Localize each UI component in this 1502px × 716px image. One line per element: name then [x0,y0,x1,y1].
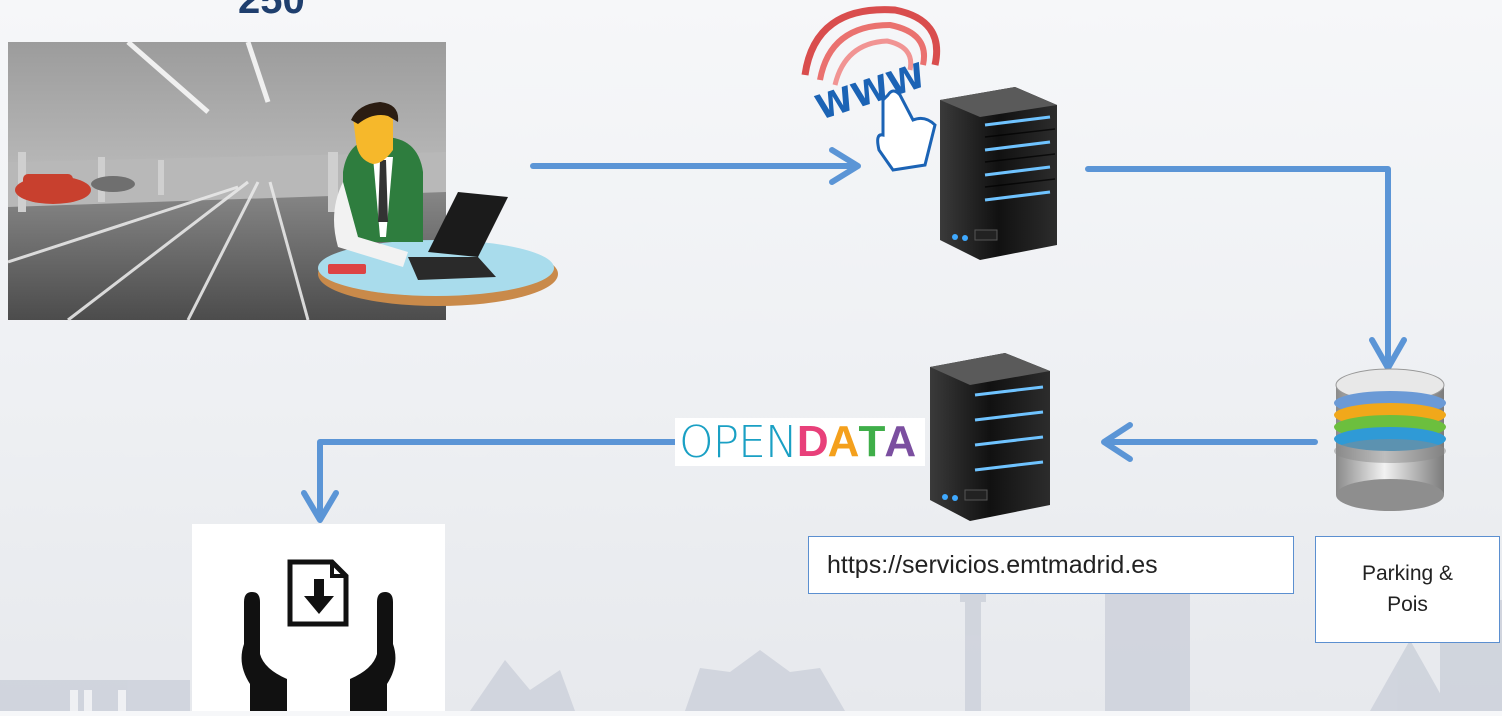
download-panel [192,524,445,711]
www-server-icon: WWW [801,6,1057,260]
opendata-logo-open-text: OPEN [679,416,798,468]
database-label-line1: Parking & [1361,562,1454,586]
arrow-head-download [301,490,339,523]
arrow-head-db [1369,337,1407,371]
arrow-head-web [829,147,861,185]
opendata-logo: OPEN D A T A [675,416,925,468]
opendata-logo-data-a2: A [884,417,916,466]
opendata-logo-data-t: T [858,417,885,466]
download-hands-icon [241,559,396,711]
api-url-text: https://servicios.emtmadrid.es [827,550,1158,579]
parking-operator-photo [8,42,558,322]
database-icon [1334,368,1446,511]
arrow-api-to-download [317,439,678,520]
database-label-line2: Pois [1387,592,1428,616]
arrow-head-api [1101,422,1133,462]
database-label: Parking & Pois [1315,536,1500,643]
arrow-web-to-db [1085,166,1391,368]
opendata-logo-data-a1: A [827,417,860,466]
slide-number: 250 [238,0,305,22]
api-server-icon [930,353,1050,521]
opendata-logo-data-d: D [796,417,829,466]
api-url-label: https://servicios.emtmadrid.es [808,536,1294,594]
